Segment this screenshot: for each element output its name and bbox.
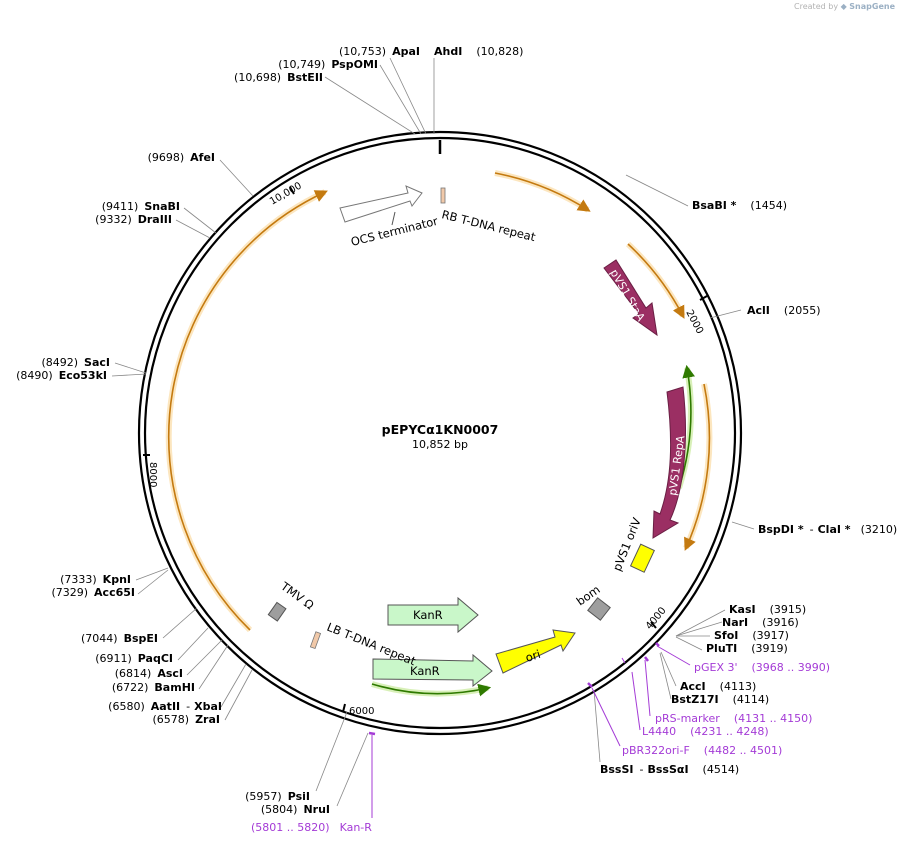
plasmid-name: pEPYCα1KN0007	[382, 422, 499, 437]
feature-ori: ori	[495, 629, 576, 674]
plasmid-length: 10,852 bp	[412, 438, 468, 451]
primer-marks	[368, 642, 660, 736]
feature-lb-repeat: LB T-DNA repeat	[309, 620, 418, 669]
feature-rb-repeat: RB T-DNA repeat	[440, 187, 537, 244]
feature-pvs1-repa: pVS1 RepA	[652, 386, 687, 539]
primer-l4440: L4440(4231 .. 4248)	[642, 725, 769, 738]
green-orf-arc-2	[371, 683, 492, 697]
site-nrui: (5804)NruI	[261, 803, 330, 816]
orf-arc-1	[494, 170, 590, 213]
site-aatii-xbai: (6580)AatII-XbaI	[108, 700, 222, 713]
site-sfoi: SfoI(3917)	[714, 629, 789, 642]
feature-label-kanr-2: KanR	[410, 664, 440, 678]
tick-4000: 4000	[644, 605, 669, 632]
primer-pbr322ori-f: pBR322ori-F(4482 .. 4501)	[622, 744, 782, 757]
primer-pgex3: pGEX 3'(3968 .. 3990)	[694, 661, 830, 674]
primer-kan-r: (5801 .. 5820)Kan-R	[251, 821, 372, 834]
snapgene-logo-icon: ◆	[840, 2, 847, 11]
orf-arc-1	[494, 172, 591, 212]
site-kpni: (7333)KpnI	[60, 573, 131, 586]
primer-labels: pGEX 3'(3968 .. 3990) pRS-marker(4131 ..…	[251, 661, 830, 834]
site-bamhi: (6722)BamHI	[112, 681, 195, 694]
credit-brand: SnapGene	[849, 2, 895, 11]
feature-kanr-1: KanR	[387, 596, 479, 634]
feature-pvs1-staa: pVS1 StaA	[603, 259, 658, 337]
site-acc65i: (7329)Acc65I	[51, 586, 135, 599]
site-zrai: (6578)ZraI	[153, 713, 221, 726]
tick-6000: 6000	[349, 706, 374, 717]
site-bspdi-clai: BspDI *-ClaI *(3210)	[758, 523, 897, 536]
site-paqci: (6911)PaqCI	[95, 652, 173, 665]
site-acci: AccI(4113)	[680, 680, 756, 693]
feature-label-kanr-1: KanR	[413, 608, 443, 622]
site-bsabi: BsaBI *(1454)	[692, 199, 787, 212]
site-pluti: PluTI(3919)	[706, 642, 788, 655]
feature-tmv: TMV Ω	[267, 579, 317, 622]
feature-label-ori: ori	[524, 647, 543, 665]
site-bsssi: BssSI-BssSαI(4514)	[600, 763, 739, 776]
site-apai: (10,753)ApaI	[339, 45, 420, 58]
site-ahdi: AhdI(10,828)	[434, 45, 523, 58]
site-nari: NarI(3916)	[722, 616, 799, 629]
site-bstz17i: BstZ17I(4114)	[671, 693, 769, 706]
feature-bom: bom	[574, 582, 611, 621]
primer-leaders	[371, 645, 691, 818]
site-saci: (8492)SacI	[41, 356, 110, 369]
backbone	[137, 130, 743, 736]
feature-label-rb: RB T-DNA repeat	[440, 207, 537, 244]
orf-arc-4	[167, 190, 328, 631]
site-labels-right: BsaBI *(1454) AclI(2055) BspDI *-ClaI *(…	[600, 199, 897, 776]
site-snabi: (9411)SnaBI	[102, 200, 180, 213]
credit-prefix: Created by	[794, 2, 839, 11]
site-acli: AclI(2055)	[747, 304, 820, 317]
tick-2000: 2000	[683, 308, 705, 336]
site-draiii: (9332)DraIII	[95, 213, 172, 226]
site-afei: (9698)AfeI	[148, 151, 215, 164]
tick-marks	[143, 186, 708, 713]
site-pspomi: (10,749)PspOMI	[278, 58, 378, 71]
orf-arcs	[165, 170, 713, 633]
primer-prs-marker: pRS-marker(4131 .. 4150)	[655, 712, 812, 725]
feature-label-ocs: OCS terminator	[349, 214, 439, 249]
feature-label-staa: pVS1 StaA	[607, 267, 647, 324]
site-asci: (6814)AscI	[115, 667, 183, 680]
site-labels-left: (10,753)ApaI (10,749)PspOMI (10,698)BstE…	[16, 45, 523, 816]
tick-8000: 8000	[147, 462, 158, 487]
orf-arc-2	[627, 243, 685, 319]
snapgene-credit: Created by ◆ SnapGene	[794, 2, 895, 11]
feature-label-lb: LB T-DNA repeat	[325, 620, 418, 669]
orf-arc-4	[165, 189, 327, 633]
site-kasi: KasI(3915)	[729, 603, 806, 616]
site-eco53ki: (8490)Eco53kI	[16, 369, 107, 382]
site-bsteii: (10,698)BstEII	[234, 71, 323, 84]
orf-arc-3	[684, 383, 711, 551]
feature-pvs1-oriv: pVS1 oriV	[610, 516, 655, 573]
site-psii: (5957)PsiI	[245, 790, 310, 803]
feature-kanr-2: KanR	[372, 653, 493, 688]
site-leaders	[111, 57, 755, 807]
site-bspei: (7044)BspEI	[81, 632, 158, 645]
feature-ocs-terminator: OCS terminator	[339, 185, 439, 249]
